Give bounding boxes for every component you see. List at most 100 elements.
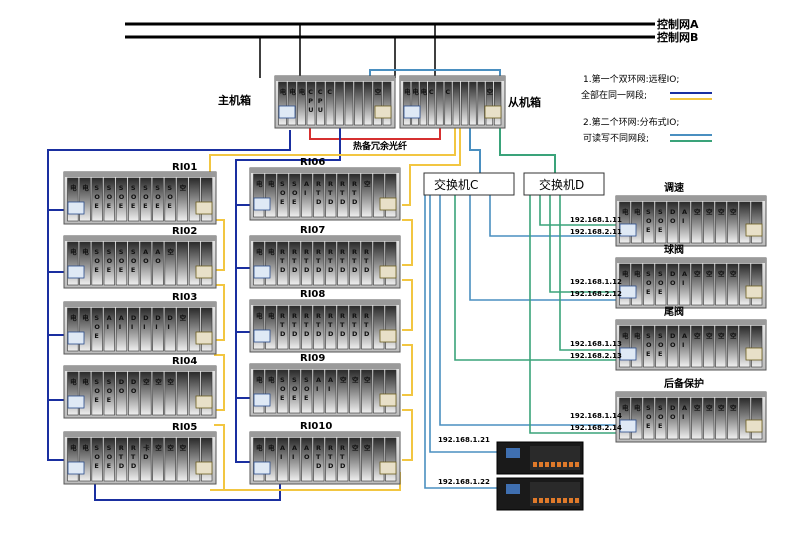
rio-left-1-slot [128,177,140,222]
plc-unit-2[interactable] [496,477,584,511]
rio-right-5-slot [325,437,337,482]
rio-right-3-module-label: T [364,321,369,329]
master-chassis-slot [382,81,392,126]
rio-right-1-module-label: D [340,198,346,206]
rio-left-4-module-label: E [94,396,98,404]
rio-left-3-label: RI03 [172,292,197,303]
master-chassis-slot [363,81,373,126]
rio-left-3-slot [176,307,188,352]
dio-1-slot [703,201,715,244]
rio-left-2-module-label: O [107,257,113,265]
dio-3-module-label: E [658,350,662,358]
dio-1-module-label: 空 [730,207,737,216]
rio-right-4-module-label: S [280,376,285,384]
rio-right-1-module-label: R [316,180,321,188]
slave-chassis-slot [436,81,444,126]
rio-left-5-module-label: 电 [82,443,89,452]
rio-right-4-module-label: 空 [364,375,371,384]
dio-2-module-label: S [658,270,663,278]
rio-right-4-slot [289,369,301,414]
dio-3-slot [667,325,679,368]
dio-2-module-label: O [658,279,664,287]
dio-2-module-label: E [646,288,650,296]
rio-left-4-slot [152,371,164,416]
rio-right-4-slot [373,369,385,414]
dio-2-slot [667,263,679,306]
dio-1-slot [667,201,679,244]
dio-1-slot [655,201,667,244]
dio-3-module-label: 电 [634,331,641,340]
switch-d[interactable]: 交换机D [523,172,605,196]
rio-right-2-slot [337,241,349,286]
rio-left-3-module-label: D [167,314,173,322]
rio-left-4-slot [201,371,213,416]
plc-unit-1[interactable] [496,441,584,475]
rio-left-1-slot [140,177,152,222]
rio-right-4-slot [349,369,361,414]
rio-right-4-slot [385,369,397,414]
rio-left-3-module-label: A [107,314,112,322]
rio-right-4-slot [361,369,373,414]
rio-right-5-module-label: T [340,453,345,461]
rio-right-5-slot [373,437,385,482]
rio-left-2-module-label: S [94,248,99,256]
rio-left-2-slot [79,241,91,286]
rio-right-3-slot [301,305,313,350]
rio-right-5-module-label: R [328,444,333,452]
slave-chassis-slot [427,81,436,126]
rio-right-1-slot [373,173,385,218]
rio-right-1-module-label: A [304,180,309,188]
rio-left-2-module-label: S [119,248,124,256]
rio-left-4-module-label: 空 [143,377,150,386]
dio-1-slot [631,201,643,244]
rio-right-2-module-label: T [340,257,345,265]
rio-left-5-label: RI05 [172,422,197,433]
rio-right-4-module-label: O [304,385,310,393]
dio-3-slot [727,325,739,368]
rio-right-4-module-label: E [304,394,308,402]
rio-right-1-slot [349,173,361,218]
rio-left-4-slot [128,371,140,416]
dio-1-module-label: S [658,208,663,216]
switch-c[interactable]: 交换机C [423,172,515,196]
rio-left-4-slot [91,371,103,416]
master-chassis-module-label: C [318,88,323,96]
rio-left-2-slot [176,241,188,286]
rio-left-1-module-label: S [143,184,148,192]
dio-3-module-label: 空 [706,331,713,340]
rio-left-2-module-label: O [143,257,149,265]
rio-right-4-module-label: 电 [268,375,275,384]
rio-right-2-module-label: D [328,266,334,274]
dio-2-module-label: O [670,279,676,287]
rio-right-5-slot [253,437,265,482]
rio-right-4-slot [313,369,325,414]
dio-1-slot [727,201,739,244]
rio-right-3-label: RI08 [300,289,325,300]
plc-2-ip: 192.168.1.22 [438,478,490,486]
rio-right-2-module-label: T [328,257,333,265]
rio-right-3-slot [361,305,373,350]
dio-1-module-label: 电 [634,207,641,216]
rio-right-5-module-label: 电 [256,443,263,452]
rio-left-4-module-label: O [131,387,137,395]
rio-right-4-slot [325,369,337,414]
rio-right-5-slot [277,437,289,482]
dio-3-slot [691,325,703,368]
